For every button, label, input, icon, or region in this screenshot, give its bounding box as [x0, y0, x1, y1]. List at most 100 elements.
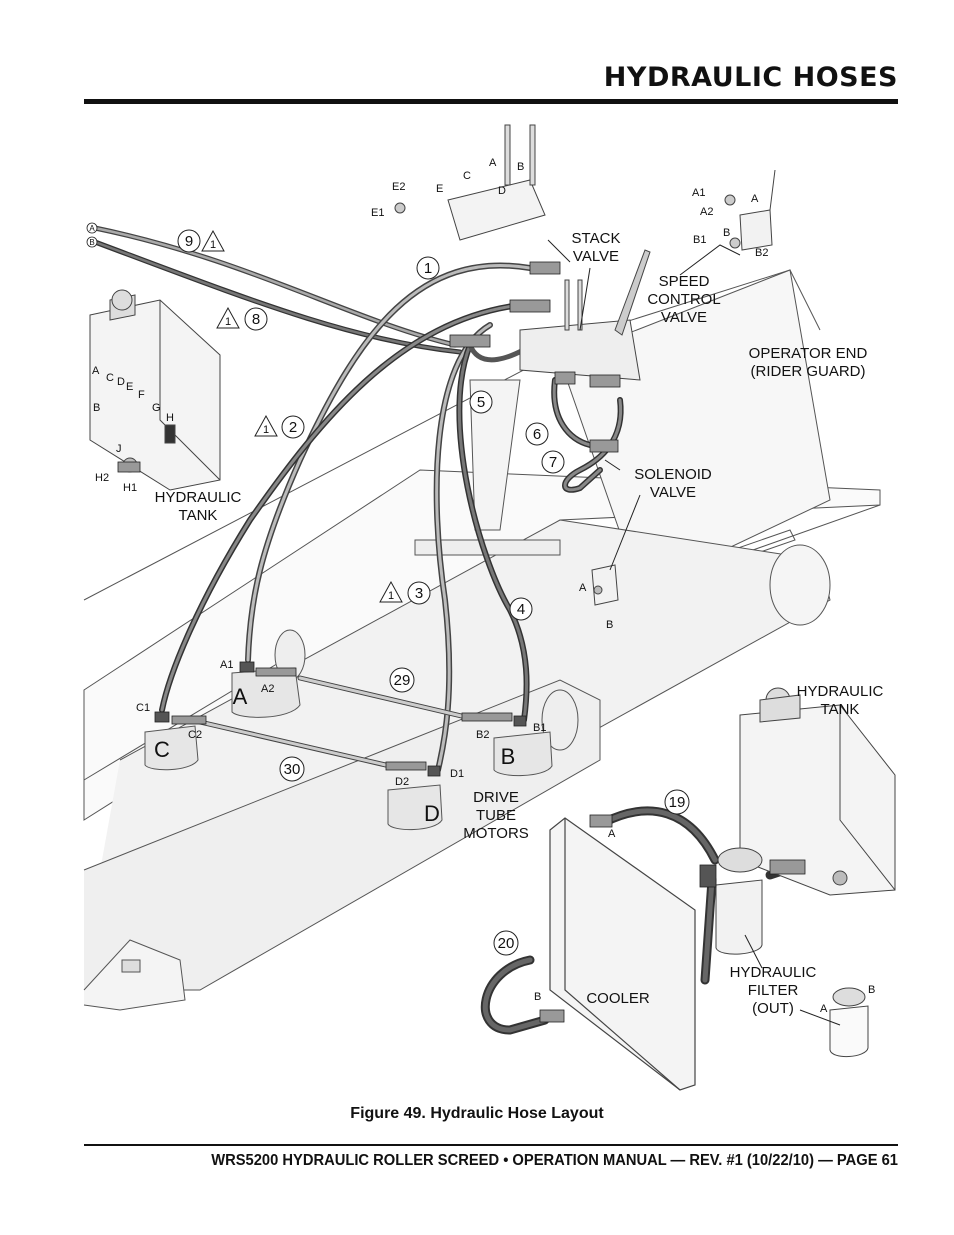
port-speed-b2: B2 — [755, 247, 768, 259]
cooler — [549, 817, 696, 1091]
marker-a: A — [89, 224, 95, 233]
stack-valve-top — [394, 124, 546, 241]
port-motor-c1: C1 — [136, 702, 150, 714]
motor-b: B — [501, 744, 516, 769]
label-drive-1: DRIVE — [473, 789, 519, 806]
port-tank-c: C — [106, 372, 114, 384]
port-stack-c: C — [463, 170, 471, 182]
hose-end-marker-labels: A B — [89, 224, 95, 247]
hose-end-markers — [86, 222, 98, 248]
footer-rule — [84, 1144, 898, 1146]
label-tank-left-1: HYDRAULIC — [155, 489, 242, 506]
port-stack-b: B — [517, 161, 524, 173]
label-drive-3: MOTORS — [463, 825, 529, 842]
callout-5: 5 — [477, 394, 485, 411]
figure-caption: Figure 49. Hydraulic Hose Layout — [350, 1105, 604, 1122]
port-motor-d1: D1 — [450, 768, 464, 780]
motor-c: C — [154, 737, 170, 762]
drive-tube-motors — [144, 667, 553, 831]
label-speed-2: CONTROL — [647, 291, 720, 308]
label-speed-3: VALVE — [661, 309, 707, 326]
solenoid-valve — [591, 564, 619, 606]
port-filter-a: A — [820, 1003, 828, 1015]
port-solenoid-b: B — [606, 619, 613, 631]
speed-control-valve — [724, 169, 776, 251]
port-motor-a2: A2 — [261, 683, 274, 695]
warning-1b: 1 — [225, 316, 231, 328]
label-cooler: COOLER — [586, 990, 650, 1007]
port-speed-a1: A1 — [692, 187, 705, 199]
label-solenoid-2: VALVE — [650, 484, 696, 501]
callout-4: 4 — [517, 601, 525, 618]
motor-letters: A B C D — [154, 684, 515, 826]
label-stack-valve-2: VALVE — [573, 248, 619, 265]
port-solenoid-a: A — [579, 582, 587, 594]
port-tank-h1: H1 — [123, 482, 137, 494]
label-stack-valve-1: STACK — [572, 230, 621, 247]
screed-frame — [83, 269, 881, 1011]
label-speed-1: SPEED — [659, 273, 710, 290]
port-speed-a2: A2 — [700, 206, 713, 218]
labels: STACK VALVE SPEED CONTROL VALVE OPERATOR… — [155, 230, 884, 1017]
hydraulic-tank-right — [739, 687, 896, 896]
callout-9: 9 — [185, 233, 193, 250]
port-labels: A B C D E E2 E1 A1 A2 A B B1 B2 A C D E … — [92, 157, 875, 1015]
motor-a: A — [233, 684, 248, 709]
hydraulic-filter — [715, 847, 869, 1057]
label-tank-right-1: HYDRAULIC — [797, 683, 884, 700]
port-tank-h: H — [166, 412, 174, 424]
label-operator-2: (RIDER GUARD) — [751, 363, 866, 380]
port-motor-a1: A1 — [220, 659, 233, 671]
label-tank-right-2: TANK — [821, 701, 860, 718]
hydraulic-tank-left — [89, 289, 221, 491]
port-tank-h2: H2 — [95, 472, 109, 484]
hoses — [92, 225, 805, 1035]
port-tank-d: D — [117, 376, 125, 388]
warning-1d: 1 — [388, 590, 394, 602]
port-tank-j: J — [116, 443, 122, 455]
callout-3: 3 — [415, 585, 423, 602]
port-speed-b1: B1 — [693, 234, 706, 246]
label-operator-1: OPERATOR END — [749, 345, 868, 362]
header-rule — [84, 99, 898, 104]
port-stack-a: A — [489, 157, 497, 169]
callout-29: 29 — [394, 672, 411, 689]
port-motor-b1: B1 — [533, 722, 546, 734]
hose-9-inner — [93, 226, 457, 347]
label-tank-left-2: TANK — [179, 507, 218, 524]
port-tank-a: A — [92, 365, 100, 377]
port-tank-g: G — [152, 402, 161, 414]
port-cooler-a: A — [608, 828, 616, 840]
warning-1a: 1 — [210, 239, 216, 251]
callout-8: 8 — [252, 311, 260, 328]
page-title: HYDRAULIC HOSES — [603, 62, 898, 93]
port-stack-d: D — [498, 185, 506, 197]
callout-30: 30 — [284, 761, 301, 778]
label-solenoid-1: SOLENOID — [634, 466, 712, 483]
port-filter-b: B — [868, 984, 875, 996]
callout-7: 7 — [549, 454, 557, 471]
callout-circles — [177, 229, 690, 956]
port-speed-a: A — [751, 193, 759, 205]
label-drive-2: TUBE — [476, 807, 516, 824]
motor-d: D — [424, 801, 440, 826]
port-motor-b2: B2 — [476, 729, 489, 741]
port-tank-f: F — [138, 389, 145, 401]
port-stack-e2: E2 — [392, 181, 405, 193]
label-filter-1: HYDRAULIC — [730, 964, 817, 981]
stack-valve-mounted — [519, 249, 651, 381]
port-motor-c2: C2 — [188, 729, 202, 741]
marker-b: B — [89, 238, 94, 247]
port-speed-b: B — [723, 227, 730, 239]
callout-numbers: 9 8 1 2 5 6 7 3 4 29 30 19 20 — [185, 233, 686, 952]
port-stack-e: E — [436, 183, 443, 195]
warning-numbers: 1 1 1 1 — [210, 239, 394, 602]
page-footer: WRS5200 HYDRAULIC ROLLER SCREED • OPERAT… — [211, 1152, 898, 1169]
label-filter-2: FILTER — [748, 982, 799, 999]
warning-1c: 1 — [263, 424, 269, 436]
port-motor-d2: D2 — [395, 776, 409, 788]
port-cooler-b: B — [534, 991, 541, 1003]
callout-2: 2 — [289, 419, 297, 436]
leader-lines — [547, 239, 841, 1026]
